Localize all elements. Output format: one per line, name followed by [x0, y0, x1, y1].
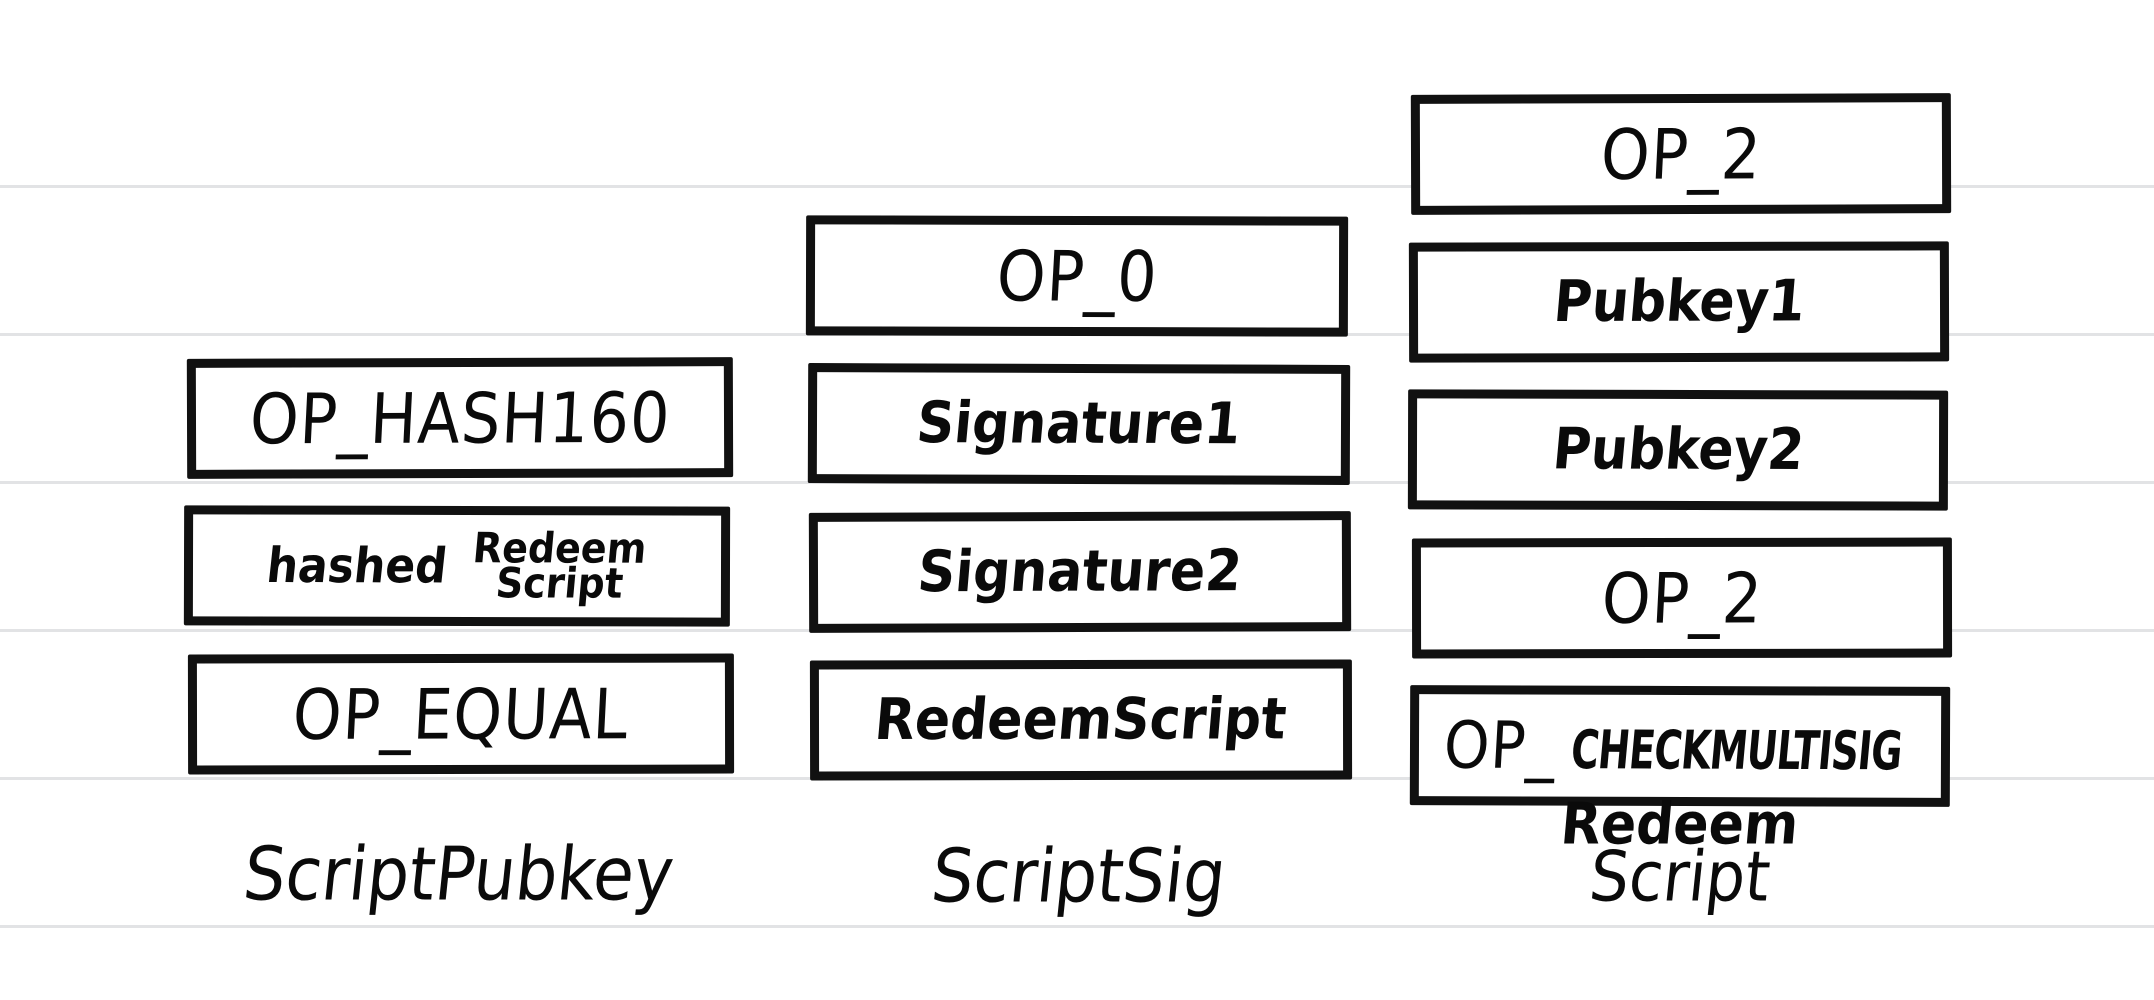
stack-item-op-equal[interactable]: OP_EQUAL [187, 653, 735, 775]
stack-item-hashed-redeemscript[interactable]: hashed Redeem Script [183, 505, 731, 627]
gridline [0, 925, 2154, 928]
stack-item-label: OP_HASH160 [247, 376, 673, 460]
caption-line-script: Script [1585, 835, 1775, 918]
stack-item-signature1[interactable]: Signature1 [807, 363, 1351, 485]
script-column-scriptpubkey: OP_HASH160 hashed Redeem Script OP_EQUAL [183, 357, 735, 802]
stack-item-label: OP_2 [1598, 112, 1764, 196]
column-caption-scriptsig: ScriptSig [808, 833, 1350, 919]
redeem-script-two-line: Redeem Script [471, 524, 649, 608]
stack-item-op-2-bottom[interactable]: OP_2 [1411, 537, 1953, 659]
column-caption-redeemscript: Redeem Script [1410, 792, 1950, 918]
hashed-word: hashed [264, 537, 451, 595]
script-column-redeemscript: OP_2 Pubkey1 Pubkey2 OP_2 OP_ CHECKMULTI… [1407, 93, 1953, 834]
stack-item-label: RedeemScript [872, 686, 1290, 754]
stack-item-op-hash160[interactable]: OP_HASH160 [186, 357, 734, 479]
caption-two-line: Redeem Script [1410, 792, 1950, 918]
script-column-scriptsig: OP_0 Signature1 Signature2 RedeemScript [805, 215, 1353, 808]
stack-item-label: Pubkey1 [1550, 268, 1808, 336]
script-line: Script [494, 558, 626, 608]
stack-item-pubkey2[interactable]: Pubkey2 [1407, 389, 1949, 511]
caption-text: ScriptPubkey [239, 831, 679, 918]
stack-item-label: OP_2 [1599, 556, 1765, 640]
stack-item-op-checkmultisig[interactable]: OP_ CHECKMULTISIG [1409, 685, 1951, 807]
stack-item-label: OP_0 [994, 234, 1160, 318]
caption-text: ScriptSig [927, 833, 1231, 920]
opcode-suffix: CHECKMULTISIG [1568, 718, 1905, 783]
stack-item-label-group: OP_ CHECKMULTISIG [1442, 707, 1916, 784]
stack-item-pubkey1[interactable]: Pubkey1 [1408, 241, 1950, 363]
stack-item-label-group: hashed Redeem Script [193, 524, 721, 608]
column-caption-scriptpubkey: ScriptPubkey [186, 831, 732, 917]
stack-item-op-0[interactable]: OP_0 [805, 215, 1349, 337]
stack-item-redeemscript[interactable]: RedeemScript [809, 659, 1353, 781]
stack-item-op-2-top[interactable]: OP_2 [1410, 93, 1952, 215]
stack-item-label: Signature1 [914, 390, 1244, 458]
stack-item-signature2[interactable]: Signature2 [808, 511, 1352, 633]
opcode-prefix: OP_ [1442, 707, 1559, 784]
stack-item-label: Pubkey2 [1549, 416, 1807, 484]
stack-item-label: Signature2 [915, 538, 1245, 606]
stack-item-label: OP_EQUAL [291, 672, 631, 756]
